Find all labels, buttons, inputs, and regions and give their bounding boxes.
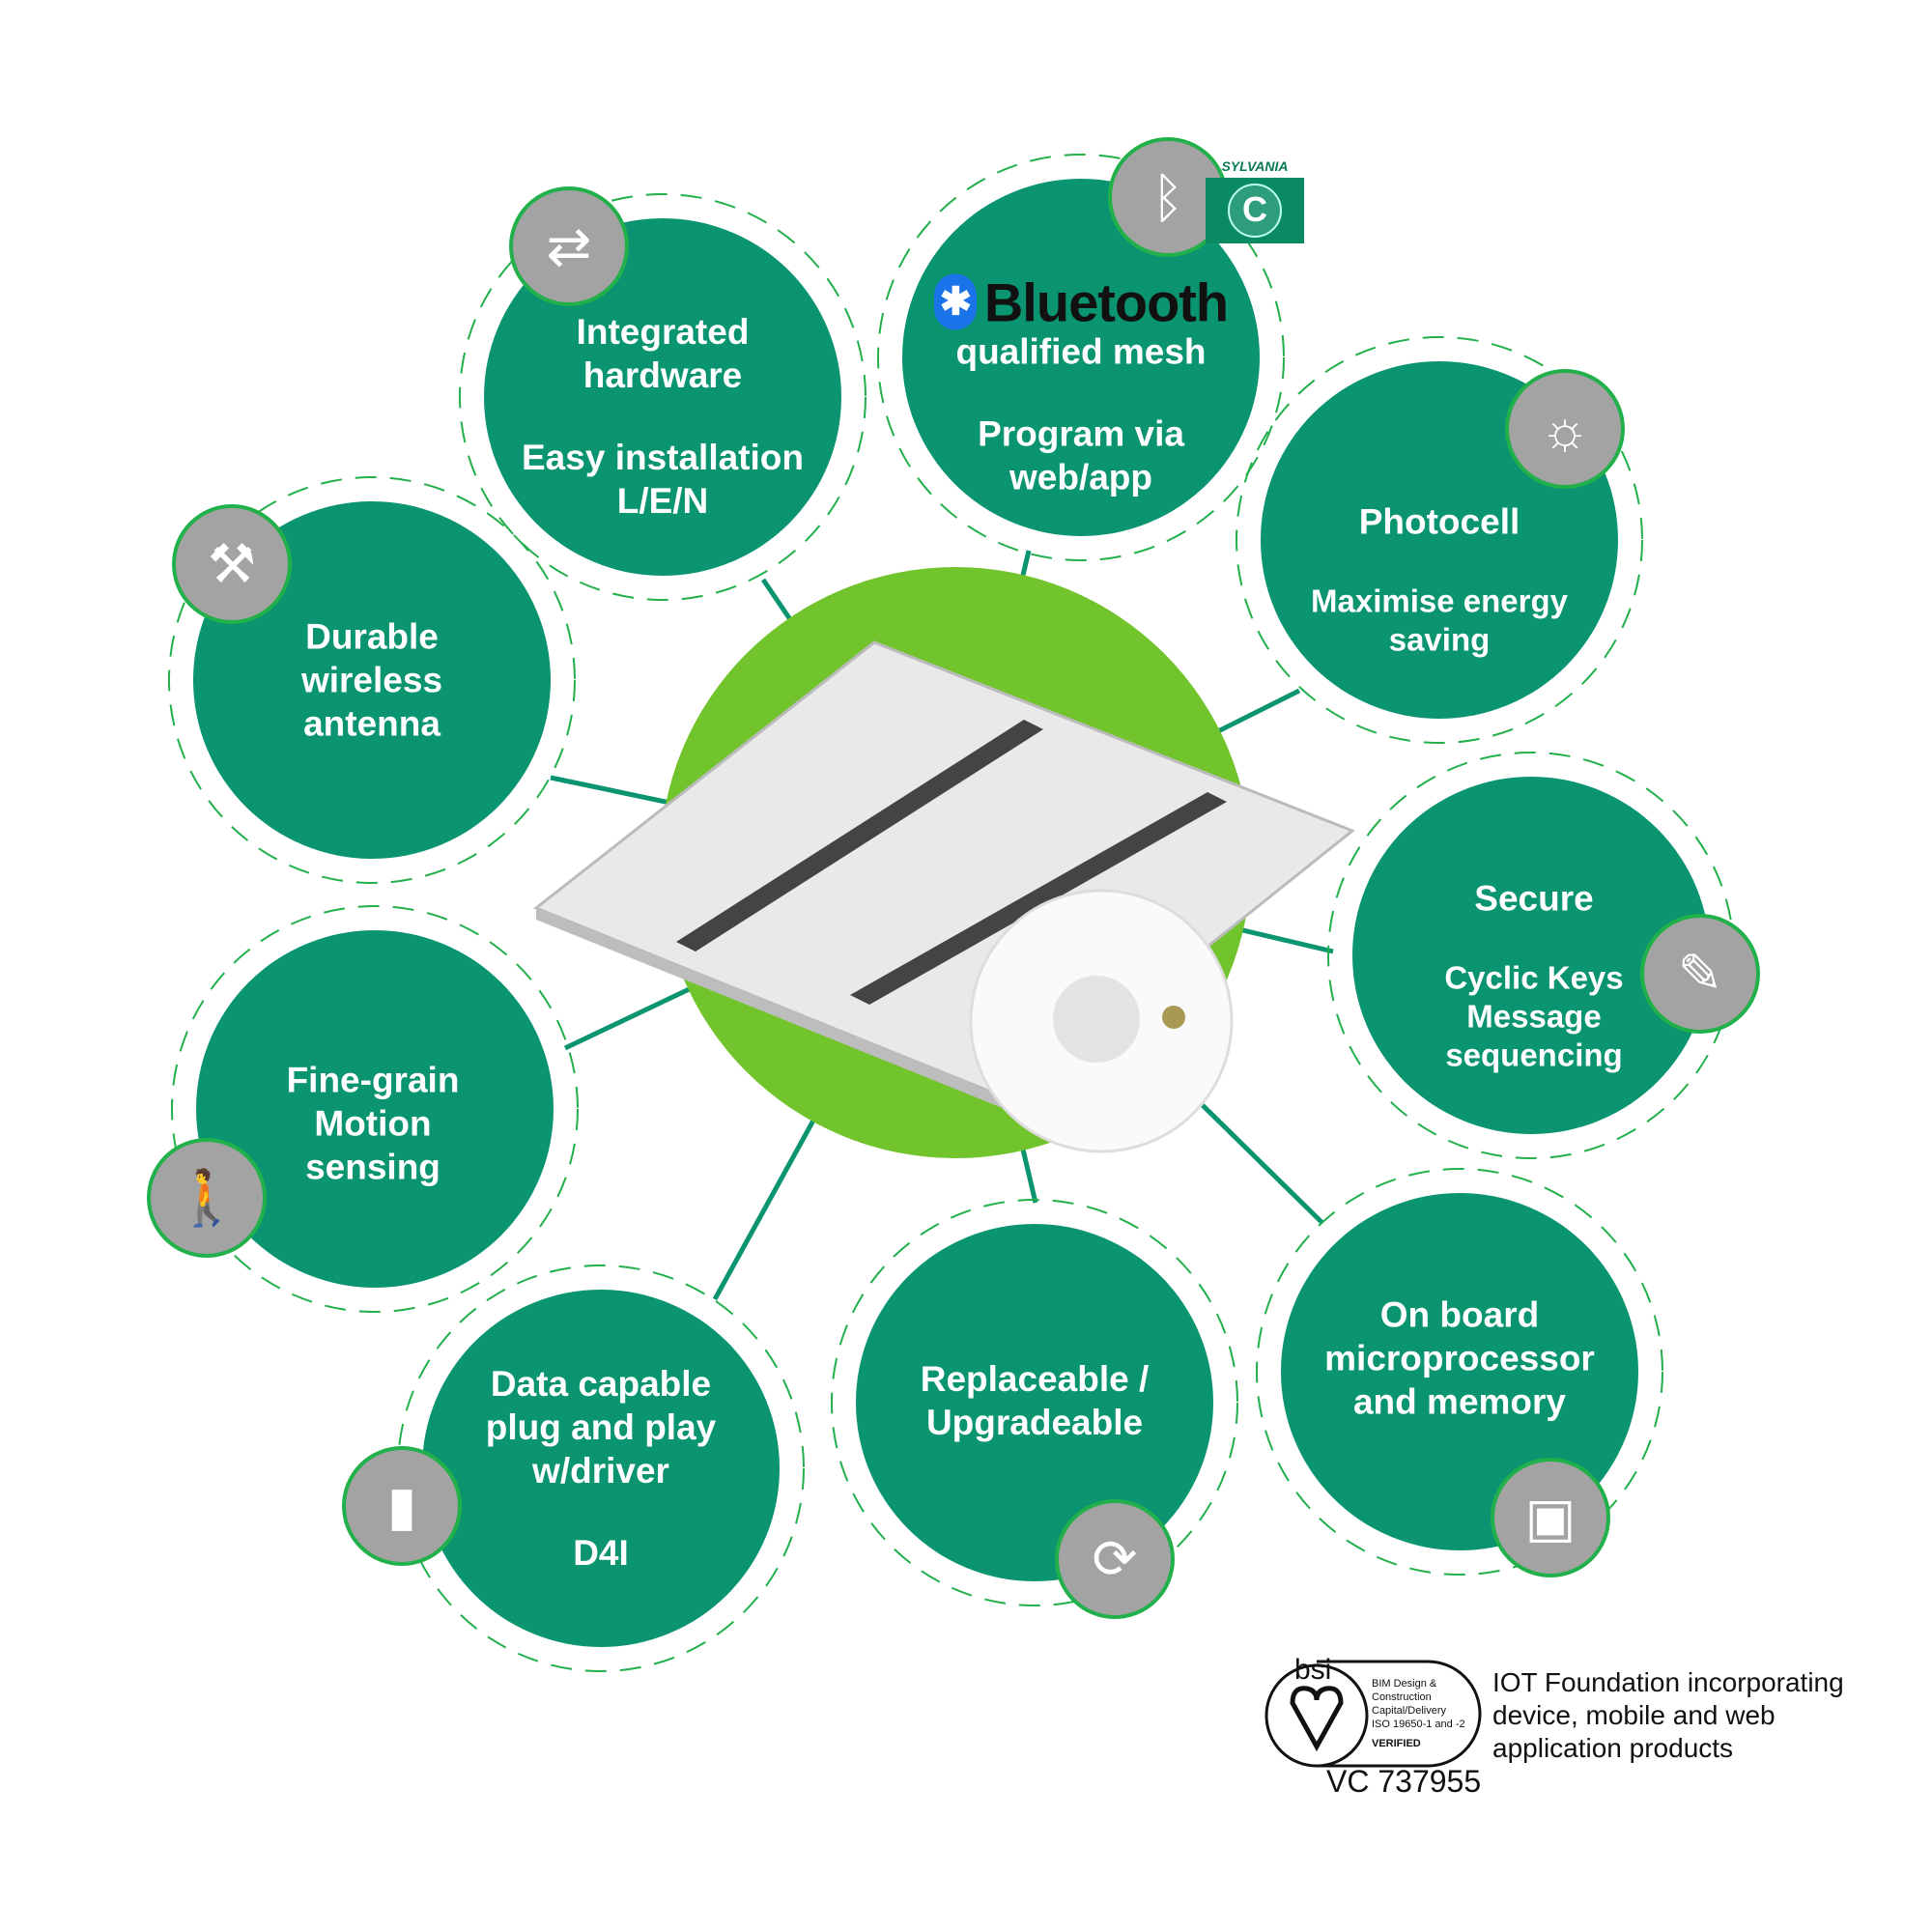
feature-replaceable: Replaceable / Upgradeable (909, 1357, 1160, 1444)
c-logo-icon: C (1228, 184, 1282, 238)
feature-d4i: Data capable plug and play w/driver D4I (456, 1362, 746, 1575)
brand-name: SYLVANIA (1221, 158, 1289, 174)
rotate-arrows-icon: ⇄ (509, 186, 629, 306)
sylvania-logo: SYLVANIA C (1206, 158, 1304, 247)
svg-text:bsi: bsi (1294, 1654, 1331, 1686)
luminaire-image (533, 640, 1355, 1153)
key-icon: ✎ (1640, 914, 1760, 1034)
svg-text:VERIFIED: VERIFIED (1372, 1738, 1421, 1749)
feature-title: Replaceable / Upgradeable (920, 1359, 1150, 1442)
feature-title: Durable wireless antenna (300, 616, 443, 744)
feature-secure: Secure Cyclic Keys Message sequencing (1428, 877, 1640, 1075)
feature-integrated-hardware: Integrated hardware Easy installation L/… (503, 310, 822, 523)
motion-sensor-icon: 🚶 (147, 1138, 267, 1258)
chip-icon: ▣ (1491, 1458, 1610, 1577)
sun-icon: ☼ (1505, 369, 1625, 489)
dashed-rings (168, 154, 1735, 1672)
upgrade-icon: ⟳ (1055, 1499, 1175, 1619)
feature-motion: Fine-grain Motion sensing (267, 1059, 479, 1189)
svg-text:Capital/Delivery: Capital/Delivery (1372, 1705, 1447, 1717)
bsi-kitemark: bsi BIM Design & Construction Capital/De… (1264, 1654, 1482, 1768)
feature-detail: D4I (573, 1533, 629, 1573)
feature-microprocessor: On board microprocessor and memory (1315, 1293, 1605, 1424)
feature-title: qualified mesh (955, 331, 1207, 372)
feature-detail: Easy installation L/E/N (522, 438, 804, 521)
feature-title: Photocell (1358, 501, 1520, 542)
bluetooth-rune-icon: ✱ (933, 273, 977, 330)
feature-detail: Program via web/app (978, 413, 1184, 497)
feature-detail: Maximise energy saving (1311, 582, 1568, 658)
bluetooth-wordmark: Bluetooth (983, 271, 1229, 332)
feature-title: On board microprocessor and memory (1324, 1294, 1595, 1422)
svg-text:Construction: Construction (1372, 1691, 1432, 1703)
feature-title: Integrated hardware (576, 312, 750, 395)
feature-title: Data capable plug and play w/driver (485, 1364, 717, 1491)
feature-bluetooth: ✱Bluetooth qualified mesh Program via we… (922, 271, 1240, 499)
svg-text:BIM Design &: BIM Design & (1372, 1678, 1437, 1690)
feature-detail: Cyclic Keys Message sequencing (1444, 959, 1624, 1073)
certificate-number: VC 737955 (1326, 1764, 1482, 1799)
certification-description: IOT Foundation incorporating device, mob… (1492, 1667, 1844, 1763)
feature-antenna: Durable wireless antenna (285, 615, 459, 746)
feature-title: Fine-grain Motion sensing (286, 1060, 460, 1187)
plug-icon: ▮ (342, 1446, 462, 1566)
bluetooth-logo: ✱Bluetooth (922, 271, 1240, 332)
svg-text:ISO 19650-1 and -2: ISO 19650-1 and -2 (1372, 1719, 1465, 1730)
feature-title: Secure (1474, 878, 1594, 919)
feature-photocell: Photocell Maximise energy saving (1280, 500, 1599, 660)
antenna-icon: ⚒ (172, 504, 292, 624)
